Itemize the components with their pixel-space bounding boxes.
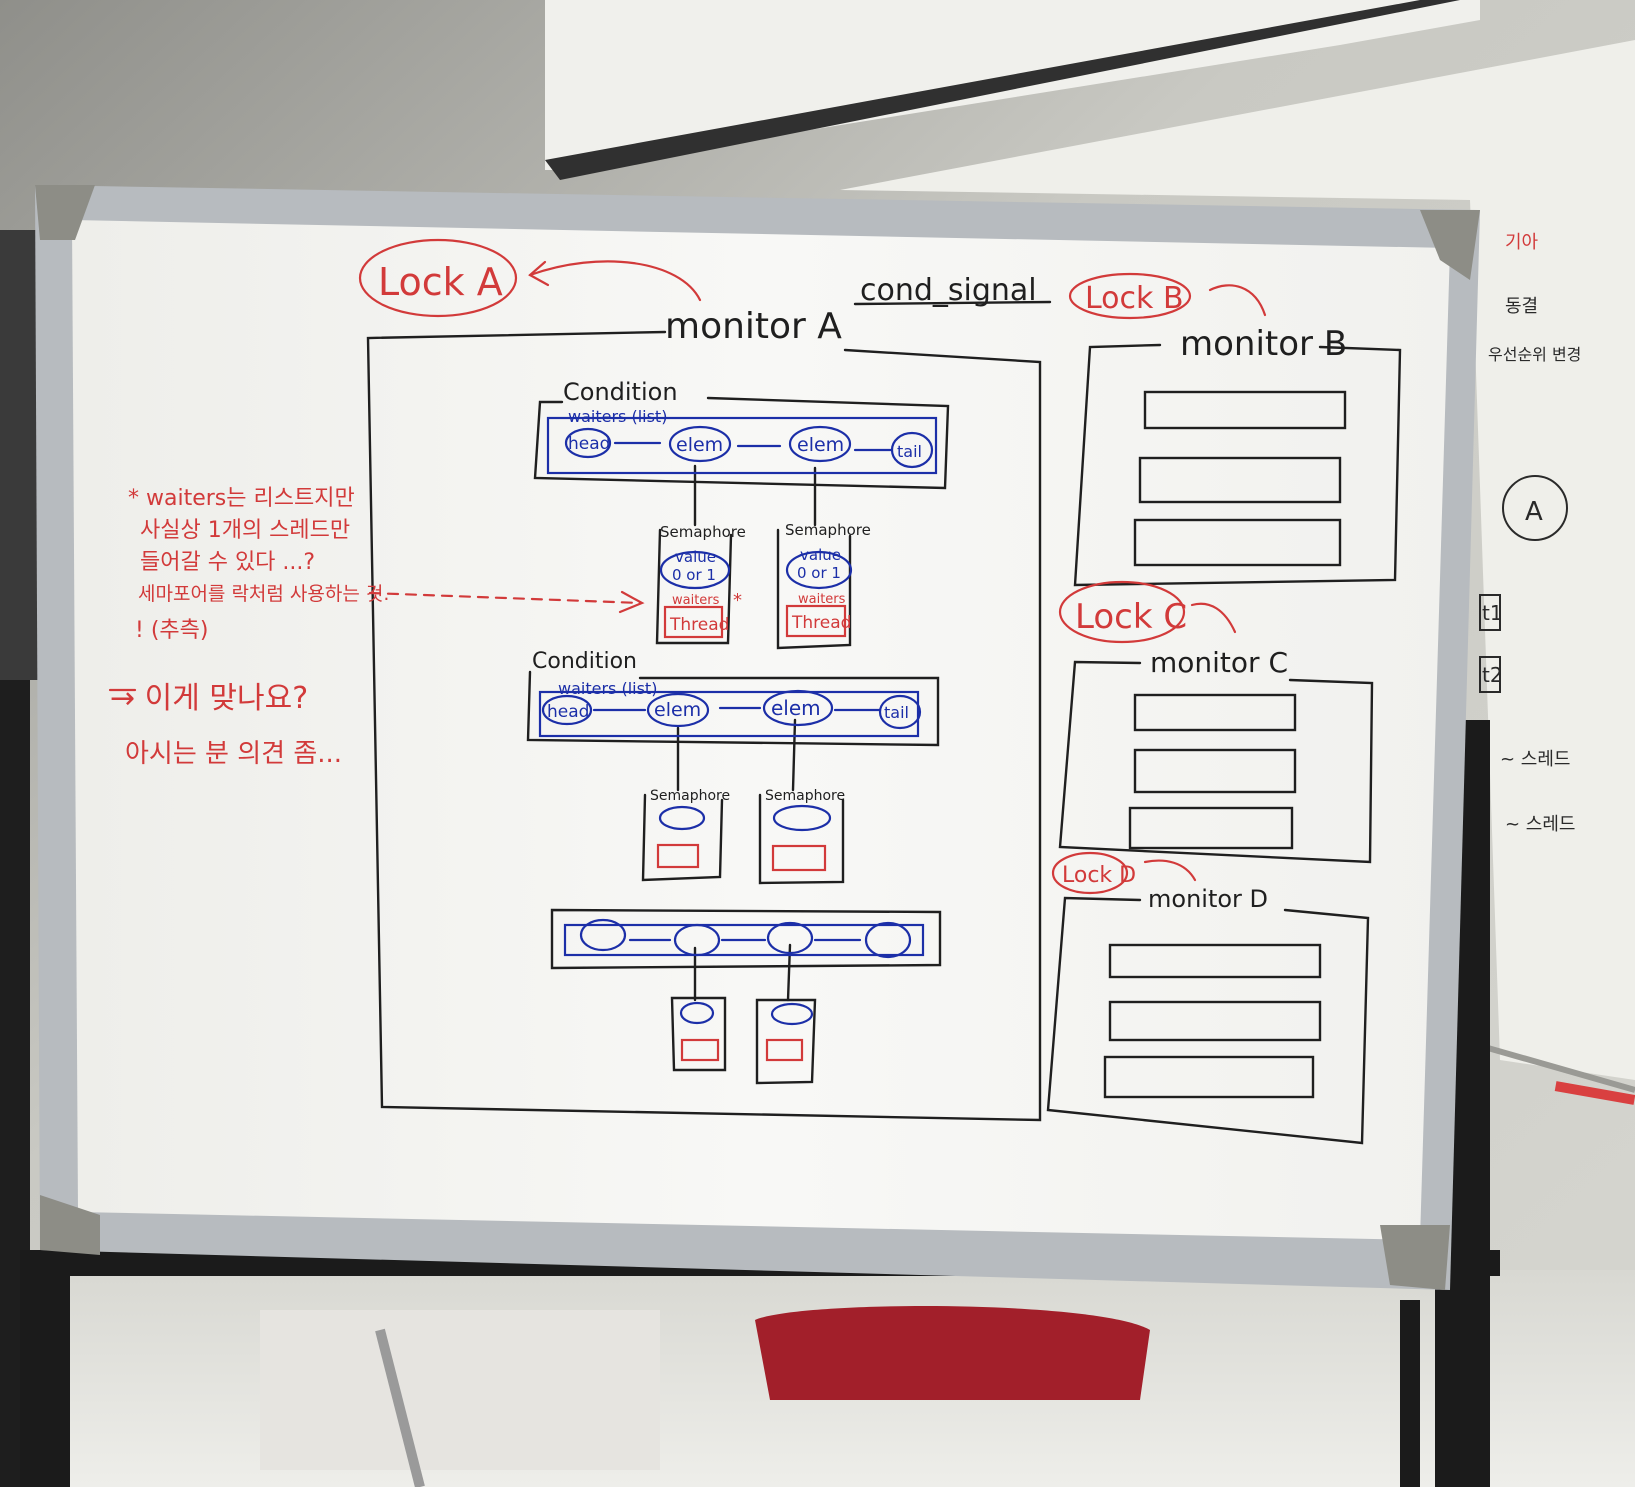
note-line: * waiters는 리스트지만	[128, 486, 355, 511]
waiters-list-1-label: waiters (list)	[568, 407, 667, 426]
thread-label: Thread	[669, 615, 729, 635]
monitor-b-label: monitor B	[1180, 324, 1347, 364]
lock-a-label: Lock A	[378, 260, 503, 304]
sem-waiters-label: waiters	[798, 592, 846, 607]
note-line: 들어갈 수 있다 ...?	[140, 550, 315, 575]
tail-label: tail	[884, 703, 909, 722]
value-label: 0 or 1	[797, 564, 841, 582]
semaphore-label: Semaphore	[650, 788, 730, 804]
semaphore-label: Semaphore	[660, 523, 746, 541]
note-line: ! (추측)	[135, 618, 208, 643]
value-label: 0 or 1	[672, 566, 716, 584]
lock-c-label: Lock C	[1075, 597, 1187, 637]
value-label: value	[800, 546, 841, 564]
back-text: 동결	[1505, 296, 1538, 317]
waiters-list-2-label: waiters (list)	[558, 679, 657, 698]
back-board-text: 기아 동결 우선순위 변경 A t1 t2 ~ 스레드 ~ 스레드	[1482, 232, 1581, 835]
tail-label: tail	[897, 442, 922, 461]
note-line: 세마포어를 락처럼 사용하는 것.	[138, 583, 389, 605]
red-ink-layer	[108, 238, 1267, 1062]
blue-ink-layer	[538, 416, 938, 1026]
monitor-a-label: monitor A	[665, 306, 842, 347]
lock-b-label: Lock B	[1085, 281, 1184, 316]
condition-2-label: Condition	[532, 649, 637, 674]
head-label: head	[568, 434, 610, 454]
condition-1-label: Condition	[563, 378, 678, 406]
semaphore-label: Semaphore	[785, 521, 871, 539]
note-line: → 이게 맞나요?	[110, 681, 308, 716]
elem-label: elem	[797, 434, 844, 456]
elem-label: elem	[676, 434, 723, 456]
value-label: value	[675, 548, 716, 566]
back-text: ~ 스레드	[1505, 814, 1575, 835]
semaphore-label: Semaphore	[765, 788, 845, 804]
back-text: t1	[1482, 601, 1503, 625]
chair-icon	[755, 1306, 1150, 1400]
whiteboard	[35, 185, 1480, 1290]
sem-waiters-label: waiters	[672, 593, 720, 608]
red-note: * waiters는 리스트지만 사실상 1개의 스레드만 들어갈 수 있다 .…	[110, 486, 389, 769]
elem-label: elem	[771, 696, 821, 720]
black-ink-layer	[366, 300, 1402, 1145]
note-line: 사실상 1개의 스레드만	[140, 518, 350, 543]
back-board-shapes	[1479, 475, 1568, 693]
monitor-d-label: monitor D	[1148, 885, 1268, 913]
back-text: ~ 스레드	[1500, 749, 1570, 770]
note-line: 아시는 분 의견 좀...	[125, 739, 342, 769]
back-text: A	[1525, 497, 1543, 527]
cond-signal-label: cond_signal	[860, 273, 1037, 308]
monitor-c-label: monitor C	[1150, 646, 1288, 679]
head-label: head	[547, 702, 589, 722]
thread-label: Thread	[791, 613, 851, 633]
back-text: 우선순위 변경	[1488, 345, 1581, 364]
elem-label: elem	[654, 699, 701, 721]
star-mark: *	[733, 590, 742, 611]
back-text: t2	[1482, 663, 1503, 687]
back-text: 기아	[1505, 232, 1539, 253]
marker-icon	[1554, 1081, 1635, 1105]
lock-d-label: Lock D	[1062, 863, 1136, 888]
